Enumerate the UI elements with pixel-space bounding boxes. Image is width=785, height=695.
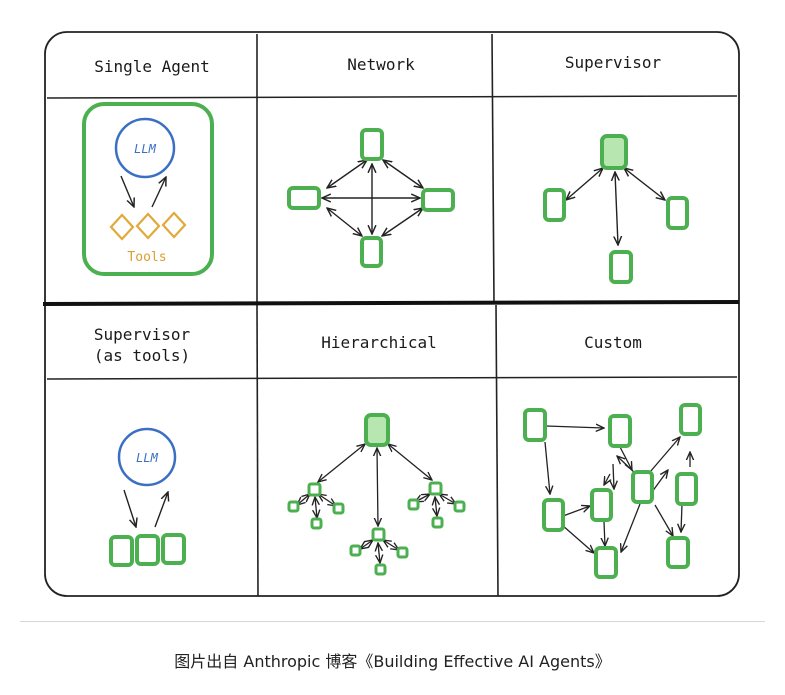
custom-node-9 [666, 536, 690, 569]
supervisor-worker-left [543, 188, 566, 222]
header-supervisor-tools-2: (as tools) [94, 346, 190, 365]
supervisor-worker-bottom [609, 250, 633, 284]
llm-circle [114, 117, 176, 179]
tool-agent-2 [135, 534, 160, 566]
header-supervisor: Supervisor [565, 53, 662, 72]
network-node-right [421, 188, 455, 212]
custom-node-3 [679, 403, 702, 436]
header-custom: Custom [584, 333, 642, 352]
custom-panel [523, 403, 702, 579]
caption-divider [20, 621, 765, 622]
supervisor-panel [543, 134, 689, 284]
llm-label: LLM [134, 142, 156, 156]
custom-node-8 [594, 546, 618, 579]
sub-supervisor-left [307, 482, 322, 497]
supervisor-tools-panel: LLM [109, 427, 186, 567]
single-agent-panel: LLM Tools [82, 102, 214, 276]
network-node-left [287, 186, 321, 210]
custom-node-7 [542, 498, 565, 532]
header-supervisor-tools-1: Supervisor [94, 325, 191, 344]
hierarchical-panel [287, 413, 466, 576]
tool-diamonds [109, 211, 187, 241]
supervisor-node [600, 134, 628, 170]
header-single-agent: Single Agent [94, 57, 210, 76]
custom-node-2 [608, 414, 632, 448]
llm-circle-2 [117, 427, 177, 487]
llm-label-2: LLM [136, 451, 158, 465]
sub-supervisor-bottom [371, 527, 386, 542]
custom-node-4 [631, 470, 654, 504]
tool-agent-1 [109, 535, 134, 567]
network-panel [287, 128, 455, 268]
agent-box [82, 102, 214, 276]
header-hierarchical: Hierarchical [321, 333, 437, 352]
sub-supervisor-right [428, 481, 443, 496]
tool-agent-3 [161, 533, 186, 565]
architecture-diagram: Single Agent Network Supervisor Supervis… [42, 31, 740, 597]
custom-node-5 [675, 472, 698, 506]
network-node-bottom [360, 236, 383, 268]
supervisor-worker-right [666, 196, 689, 230]
tools-label: Tools [127, 250, 166, 265]
network-node-top [360, 128, 384, 161]
row-divider [42, 300, 740, 306]
header-network: Network [347, 55, 415, 74]
image-caption: 图片出自 Anthropic 博客《Building Effective AI … [174, 652, 611, 671]
hierarchical-root [364, 413, 390, 447]
outer-frame [44, 31, 740, 597]
custom-node-6 [590, 488, 613, 522]
custom-node-1 [523, 408, 547, 442]
